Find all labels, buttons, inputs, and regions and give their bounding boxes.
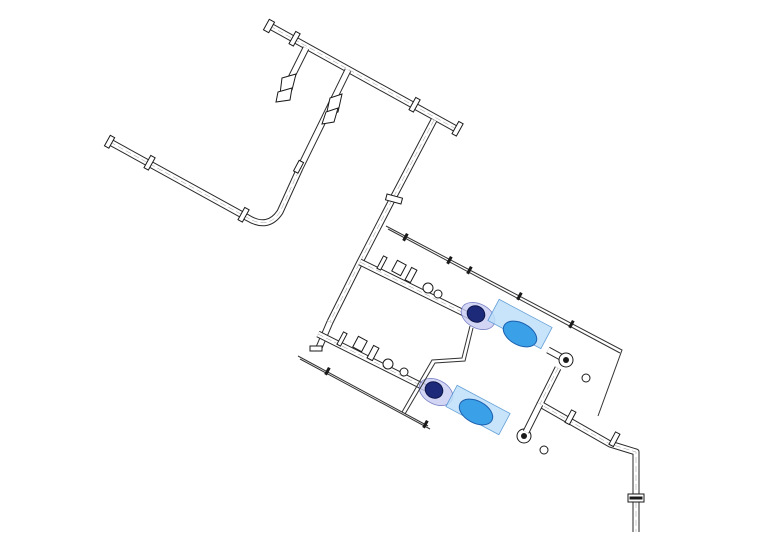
upper-instrument-line [385,225,623,417]
lower-discharge-valve [516,428,549,455]
pump-2 [418,378,454,406]
left-suction-flange-3 [292,159,305,174]
top-header-flange-2 [408,96,421,113]
top-header-end-cap [262,18,276,34]
pump-1 [460,302,496,330]
left-suction-pipe [108,138,304,227]
reducer-2 [321,93,343,125]
main-trunk-pipe [326,118,438,324]
top-header-flange-3 [451,120,464,137]
top-header-flange-1 [288,30,301,47]
motor-1 [487,298,553,350]
discharge-flange-2 [608,431,621,448]
discharge-flange-1 [564,409,577,426]
lower-suction-pipe [316,330,432,394]
upper-instrument-ticks [402,232,575,329]
lower-instrument-ticks [324,366,429,429]
top-header-pipe [268,22,460,134]
lower-suction-fittings [336,331,409,377]
motor-2 [445,384,511,436]
discharge-lower-branch [522,402,544,434]
left-suction-flange-1 [143,154,156,171]
upper-discharge-valve [558,352,591,383]
reducer-1 [275,73,297,103]
left-suction-flange-2 [237,206,250,223]
upper-suction-fittings [376,255,443,299]
lower-instrument-line [297,355,431,430]
upper-suction-pipe [358,258,472,320]
left-suction-end-cap [103,134,116,149]
discharge-riser-pipe [536,366,640,532]
pump-cross-connection [401,325,474,415]
outlet-flange [627,493,645,503]
main-trunk-flange [384,193,404,205]
